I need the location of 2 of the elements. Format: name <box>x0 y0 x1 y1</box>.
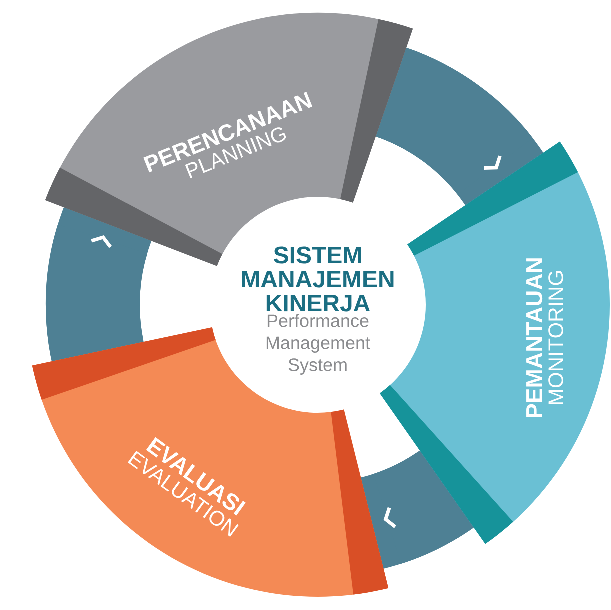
chevron-arrow <box>376 48 532 196</box>
chevron-arrow <box>373 451 472 564</box>
